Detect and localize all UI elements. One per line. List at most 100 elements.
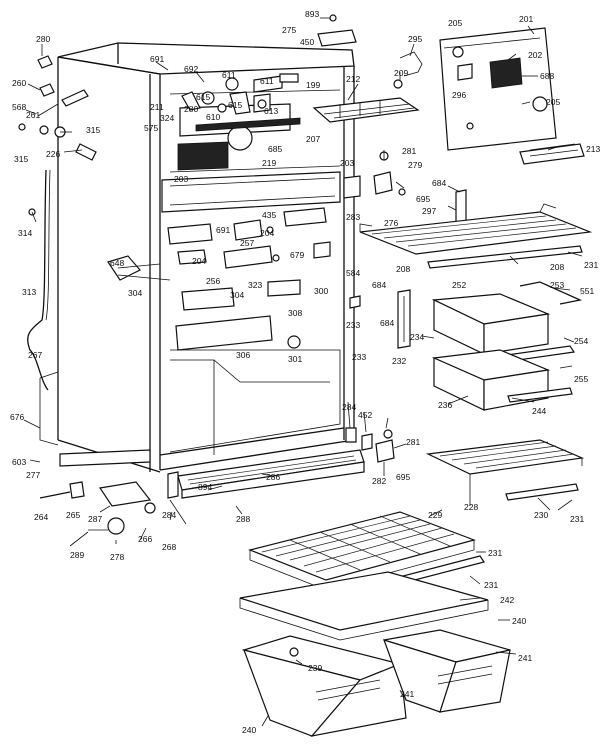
label-201: 201 <box>519 14 533 24</box>
label-240: 240 <box>512 616 526 626</box>
label-240b: 240 <box>242 725 256 735</box>
label-691b: 691 <box>216 225 230 235</box>
label-684c: 684 <box>380 318 394 328</box>
label-584: 584 <box>346 268 360 278</box>
label-894: 894 <box>198 482 212 492</box>
label-231c: 231 <box>488 548 502 558</box>
label-230: 230 <box>534 510 548 520</box>
label-265: 265 <box>66 510 80 520</box>
label-284b: 284 <box>162 510 176 520</box>
label-208: 208 <box>396 264 410 274</box>
label-611: 611 <box>222 70 236 80</box>
label-233: 233 <box>346 320 360 330</box>
label-234: 234 <box>410 332 424 342</box>
label-300: 300 <box>314 286 328 296</box>
label-276: 276 <box>384 218 398 228</box>
label-695: 695 <box>416 194 430 204</box>
label-231: 231 <box>584 260 598 270</box>
label-695b: 695 <box>396 472 410 482</box>
label-242: 242 <box>500 595 514 605</box>
label-304: 304 <box>128 288 142 298</box>
label-232: 232 <box>392 356 406 366</box>
label-236: 236 <box>438 400 452 410</box>
label-313: 313 <box>22 287 36 297</box>
label-301: 301 <box>288 354 302 364</box>
label-256: 256 <box>206 276 220 286</box>
label-288: 288 <box>236 514 250 524</box>
label-279: 279 <box>408 160 422 170</box>
label-209: 209 <box>394 68 408 78</box>
label-275: 275 <box>282 25 296 35</box>
label-691: 691 <box>150 54 164 64</box>
label-281b: 281 <box>406 437 420 447</box>
label-295: 295 <box>408 34 422 44</box>
label-241: 241 <box>518 653 532 663</box>
label-284: 284 <box>342 402 356 412</box>
label-613: 613 <box>264 106 278 116</box>
label-296: 296 <box>452 90 466 100</box>
label-684: 684 <box>432 178 446 188</box>
label-648: 648 <box>110 258 124 268</box>
label-261: 261 <box>26 110 40 120</box>
control-panel <box>439 27 585 165</box>
label-211: 211 <box>150 102 164 112</box>
label-226: 226 <box>46 149 60 159</box>
label-323: 323 <box>248 280 262 290</box>
pan-cover-242 <box>239 571 489 641</box>
label-281: 281 <box>402 146 416 156</box>
label-253: 253 <box>550 280 564 290</box>
label-266: 266 <box>138 534 152 544</box>
hinge-parts <box>343 151 467 349</box>
label-264: 264 <box>34 512 48 522</box>
label-244: 244 <box>532 406 546 416</box>
label-203: 203 <box>174 174 188 184</box>
door-stop-parts <box>345 427 395 463</box>
fresh-food-controls <box>107 207 331 351</box>
label-202: 202 <box>528 50 542 60</box>
label-205b: 205 <box>546 97 560 107</box>
label-685: 685 <box>268 144 282 154</box>
label-203b: 203 <box>340 158 354 168</box>
label-286: 286 <box>266 472 280 482</box>
label-255: 255 <box>574 374 588 384</box>
label-568: 568 <box>12 102 26 112</box>
shelf-228 <box>425 439 585 501</box>
label-280: 280 <box>36 34 50 44</box>
label-208b: 208 <box>550 262 564 272</box>
label-289: 289 <box>70 550 84 560</box>
label-213: 213 <box>586 144 600 154</box>
label-260: 260 <box>12 78 26 88</box>
label-452: 452 <box>358 410 372 420</box>
label-231b: 231 <box>570 514 584 524</box>
label-324: 324 <box>160 113 174 123</box>
label-254: 254 <box>574 336 588 346</box>
label-297: 297 <box>422 206 436 216</box>
label-692: 692 <box>184 64 198 74</box>
top-right-hardware <box>312 14 423 123</box>
side-hardware <box>18 55 97 391</box>
label-267: 267 <box>28 350 42 360</box>
label-205: 205 <box>448 18 462 28</box>
label-676: 676 <box>10 412 24 422</box>
label-199: 199 <box>306 80 320 90</box>
label-280b: 280 <box>184 104 198 114</box>
label-551: 551 <box>580 286 594 296</box>
label-610: 610 <box>206 112 220 122</box>
part-number-labels: 893 275 450 295 205 201 202 688 296 205 … <box>10 9 600 735</box>
label-306: 306 <box>236 350 250 360</box>
label-252: 252 <box>452 280 466 290</box>
label-282: 282 <box>372 476 386 486</box>
label-207: 207 <box>306 134 320 144</box>
label-257: 257 <box>240 238 254 248</box>
label-239: 239 <box>308 663 322 673</box>
label-233b: 233 <box>352 352 366 362</box>
label-228: 228 <box>464 502 478 512</box>
shelf-208 <box>359 203 593 269</box>
leader-lines <box>23 17 583 727</box>
label-268: 268 <box>162 542 176 552</box>
label-304b: 304 <box>230 290 244 300</box>
toe-grille <box>59 449 365 499</box>
label-231d: 231 <box>484 580 498 590</box>
leveling-parts <box>39 481 187 535</box>
